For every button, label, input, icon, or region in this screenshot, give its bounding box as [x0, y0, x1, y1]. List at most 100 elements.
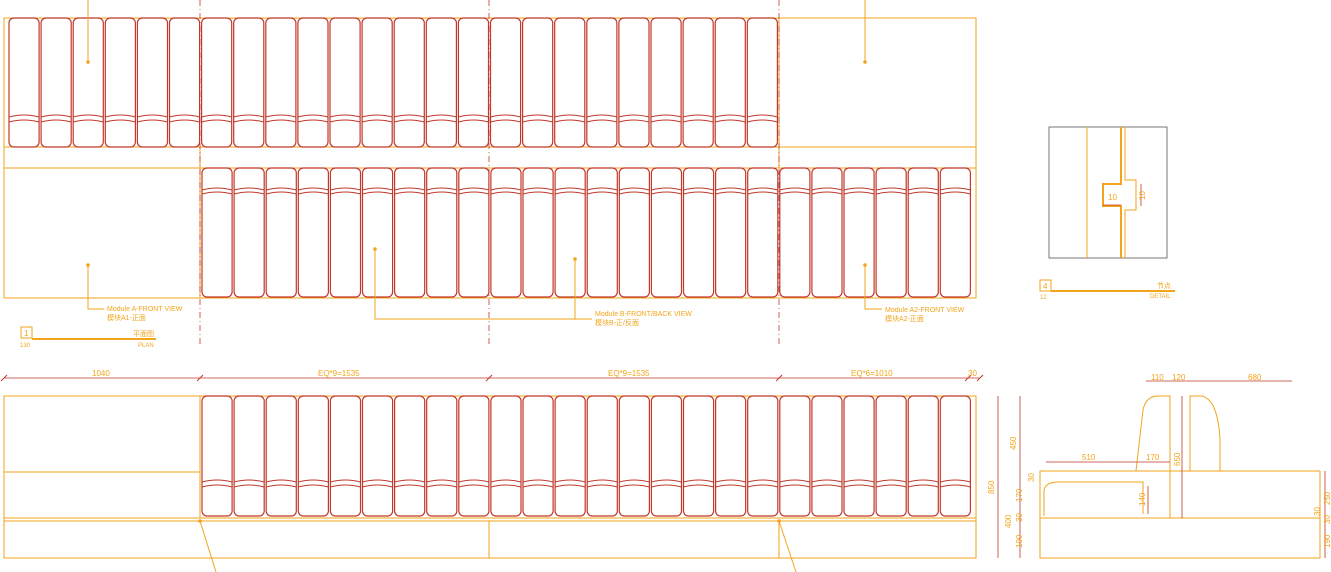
cushion-seam	[682, 114, 714, 118]
cushion-seam	[330, 191, 361, 195]
cushion	[329, 17, 361, 148]
cushion	[682, 395, 715, 517]
cushion-seam	[266, 479, 297, 483]
cushion	[586, 17, 618, 148]
cushion	[104, 17, 137, 148]
cushion-seam	[394, 484, 425, 488]
cushion	[650, 167, 683, 298]
cushion	[714, 17, 746, 148]
cushion	[875, 395, 907, 517]
leader-line	[864, 265, 882, 310]
cushion-seam	[40, 119, 72, 123]
cushion-seam	[875, 187, 907, 191]
elevation-cushion-row	[201, 395, 971, 517]
cushion	[746, 17, 778, 148]
cushion	[650, 395, 683, 517]
cushion	[394, 395, 426, 517]
cushion-seam	[361, 114, 393, 118]
cushion	[682, 167, 715, 298]
cushion	[875, 167, 907, 298]
section-dim-110: 110	[1151, 373, 1164, 382]
elev-dim-5: 30	[968, 369, 977, 378]
section-dim-140: 140	[1138, 492, 1147, 506]
dim-tick	[775, 374, 783, 382]
elev-side-dim-170: 170	[1015, 488, 1024, 502]
cushion-seam	[587, 191, 618, 195]
leader-line	[778, 520, 797, 572]
cushion-seam	[329, 114, 361, 118]
elev-side-dim-190: 190	[1015, 534, 1024, 548]
cushion	[939, 167, 971, 298]
plan-title-en: PLAN	[138, 343, 154, 349]
section-dim-170: 170	[1146, 453, 1160, 462]
cushion-seam	[908, 484, 939, 488]
elev-side-dim-30: 30	[1027, 473, 1036, 482]
cushion	[329, 395, 362, 517]
cushion-seam	[298, 191, 329, 195]
cushion-seam	[715, 114, 746, 118]
detail-dim-width: 10	[1108, 193, 1117, 202]
cushion	[554, 395, 586, 517]
section-dim-30b: 30	[1323, 515, 1331, 524]
cushion-seam	[458, 187, 490, 191]
cushion-seam	[619, 187, 650, 191]
cushion	[522, 395, 554, 517]
cushion-seam	[394, 191, 425, 195]
cushion	[233, 167, 265, 298]
cushion-seam	[715, 479, 746, 483]
cushion	[618, 17, 650, 148]
cushion-seam	[875, 484, 907, 488]
section-back	[1135, 395, 1171, 518]
cushion-seam	[394, 119, 425, 123]
cushion	[361, 395, 394, 517]
plan-view: Module A-FRONT VIEW 模块A1-正面 Module B-FRO…	[3, 0, 977, 349]
cushion-seam	[490, 114, 521, 118]
cushion	[682, 17, 714, 148]
cushion	[297, 395, 329, 517]
cushion-seam	[362, 484, 393, 488]
detail-title-cn: 节点	[1157, 282, 1171, 290]
cushion-seam	[458, 484, 490, 488]
cushion-seam	[619, 484, 650, 488]
cushion	[907, 395, 939, 517]
cushion-seam	[779, 191, 811, 195]
cushion	[426, 395, 458, 517]
cushion	[811, 167, 843, 298]
elev-dim-1: 1040	[92, 369, 110, 378]
cushion-seam	[137, 114, 168, 118]
cushion-seam	[233, 114, 264, 118]
cushion-seam	[779, 484, 811, 488]
leader-line	[199, 520, 217, 572]
cushion-seam	[747, 119, 778, 123]
cushion-seam	[426, 114, 457, 118]
cushion	[201, 17, 233, 148]
section-dim-30: 30	[1313, 507, 1322, 516]
detail-view: 10 10 4 12 节点 DETAIL	[1039, 126, 1175, 301]
cushion-seam	[522, 119, 553, 123]
cushion	[586, 167, 618, 298]
cushion-seam	[490, 119, 521, 123]
section-dim-190: 190	[1323, 534, 1331, 548]
cushion	[714, 395, 747, 517]
cushion-seam	[490, 484, 522, 488]
cushion-seam	[618, 114, 650, 118]
cushion-seam	[651, 191, 682, 195]
detail-joint	[1124, 127, 1137, 258]
section-dim-680: 680	[1248, 373, 1262, 382]
cushion-seam	[811, 484, 843, 488]
cushion-seam	[330, 484, 361, 488]
cushion-seam	[940, 479, 971, 483]
cushion-seam	[426, 187, 457, 191]
leader-dot	[86, 60, 90, 64]
detail-frame	[1048, 126, 1168, 259]
cushion-seam	[586, 119, 618, 123]
callout-b-cn: 模块B-正/反面	[595, 318, 639, 327]
cushion-seam	[169, 119, 200, 123]
leader-dot	[373, 247, 377, 251]
cushion	[265, 17, 297, 148]
cushion-seam	[522, 187, 554, 191]
cushion	[40, 17, 72, 148]
cushion-seam	[330, 479, 361, 483]
callout-a2-en: Module A2-FRONT VIEW	[885, 307, 965, 314]
cushion	[458, 167, 490, 298]
